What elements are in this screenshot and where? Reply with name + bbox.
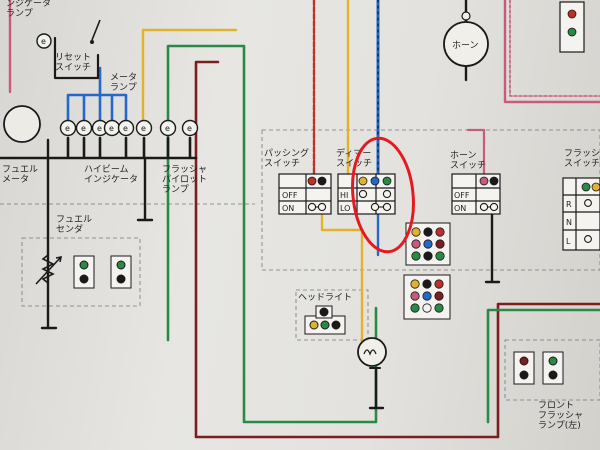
flasher-n-label: N	[566, 218, 572, 227]
label-reset-switch: リセットスイッチ	[55, 52, 91, 73]
fuel-sender-connector	[73, 255, 95, 289]
wire-black-bus	[0, 136, 198, 160]
boundary-fuel-sender	[21, 237, 141, 307]
meter-lamp-1: e	[59, 119, 77, 137]
label-horn: ホーン	[452, 40, 479, 51]
meter-lamp-8: e	[181, 119, 199, 137]
connector-pin	[411, 227, 421, 237]
label-fuel-meter: フュエルメータ	[2, 165, 38, 185]
labels: ンジケータランプ リセットスイッチ メータランプ フュエルメータ ハイビームイン…	[2, 0, 600, 431]
reset-switch-contact	[91, 19, 101, 41]
label-meter-lamp: メータランプ	[110, 72, 137, 93]
meter-lamp-6: e	[135, 119, 153, 137]
dimmer-hi-label: HI	[340, 191, 348, 200]
connector-pin	[435, 251, 445, 261]
wire-yellow-switch	[320, 213, 364, 346]
svg-text:e: e	[165, 124, 170, 133]
svg-text:e: e	[81, 124, 86, 133]
boundary-front-flasher	[504, 339, 600, 401]
wire-black-ground3	[368, 368, 385, 410]
svg-text:e: e	[97, 124, 102, 133]
connector-pin	[435, 239, 445, 249]
connector-pin	[434, 279, 444, 289]
connector-pin	[410, 291, 420, 301]
switch-contacts	[307, 189, 592, 243]
connectors	[73, 222, 564, 385]
front-flasher-connector2	[542, 351, 564, 385]
connector-pin	[422, 279, 432, 289]
wire-yellow	[141, 28, 238, 130]
connector-pin	[435, 227, 445, 237]
passing-on-label: ON	[282, 204, 294, 213]
switch-header-dots	[307, 9, 600, 192]
label-passing-switch: パッシングスイッチ	[264, 147, 309, 169]
horn-off-label: OFF	[454, 191, 470, 200]
meter-lamp-2: e	[75, 119, 93, 137]
switch-tables	[278, 1, 600, 251]
passing-off-label: OFF	[282, 191, 298, 200]
horn-icon	[443, 11, 489, 67]
wire-black-reset	[53, 36, 100, 80]
meter-lamp-7: e	[159, 119, 177, 137]
connector-pin	[434, 291, 444, 301]
highlight-circle	[351, 136, 415, 254]
connector-pin	[410, 279, 420, 289]
label-flasher-switch: フラッシャスイッチ	[564, 148, 600, 169]
label-top-lamp: ンジケータランプ	[6, 0, 51, 19]
wire-black-ground2	[40, 138, 58, 330]
horn-on-label: ON	[454, 204, 466, 213]
label-fuel-sender: フュエルセンダ	[56, 215, 92, 235]
wire-pink-horn2	[509, 0, 600, 97]
svg-text:e: e	[41, 37, 46, 46]
wire-green-right	[486, 308, 600, 424]
dimmer-lo-label: LO	[340, 204, 350, 213]
label-high-beam-indicator: ハイビームインジケータ	[84, 164, 138, 185]
connector-pin	[423, 251, 433, 261]
wire-maroon	[194, 60, 600, 439]
flasher-l-label: L	[566, 237, 571, 246]
label-horn-switch: ホーンスイッチ	[450, 150, 486, 171]
wire-pink-horn-switch	[466, 128, 486, 180]
svg-text:e: e	[123, 124, 128, 133]
boundary-handlebar-switch	[261, 129, 600, 271]
label-front-flasher-lamp: フロントフラッシャランプ(左)	[538, 401, 583, 431]
flasher-r-label: R	[566, 200, 572, 209]
top-right-switch-table	[559, 1, 585, 53]
connector-pin	[410, 303, 420, 313]
meter-lamp-4: e	[103, 119, 121, 137]
reset-lamp: e	[36, 33, 52, 49]
connector-pin	[422, 291, 432, 301]
connector-pin	[423, 227, 433, 237]
connector-pin	[422, 303, 432, 313]
wire-black-ground1	[136, 156, 154, 222]
label-flasher-pilot-lamp: フラッシャパイロットランプ	[162, 164, 207, 195]
connector-pin	[411, 251, 421, 261]
connector-pin	[434, 303, 444, 313]
boundary-headlight	[295, 289, 369, 341]
svg-text:e: e	[187, 124, 192, 133]
headlight-bulb-icon	[357, 337, 387, 367]
fuel-sender-connector2	[110, 255, 132, 289]
fuel-sender-resistor	[35, 254, 63, 285]
connector-pin	[423, 239, 433, 249]
dashed-boundaries	[0, 129, 600, 401]
svg-text:e: e	[65, 124, 70, 133]
label-headlight: ヘッドライト	[298, 292, 352, 303]
switch-row-labels: OFF ON HI LO OFF ON R N L	[282, 191, 572, 246]
reset-switch-pivot	[90, 40, 94, 44]
wire-black-ground4	[484, 210, 501, 284]
front-flasher-connector	[513, 351, 535, 385]
svg-text:e: e	[141, 124, 146, 133]
svg-text:e: e	[109, 124, 114, 133]
connector-pin	[411, 239, 421, 249]
wire-blue-meter	[66, 66, 128, 122]
fuel-meter-gauge	[3, 105, 41, 143]
wire-green	[166, 44, 378, 424]
meter-lamp-5: e	[117, 119, 135, 137]
wire-pink-horn	[503, 0, 600, 104]
